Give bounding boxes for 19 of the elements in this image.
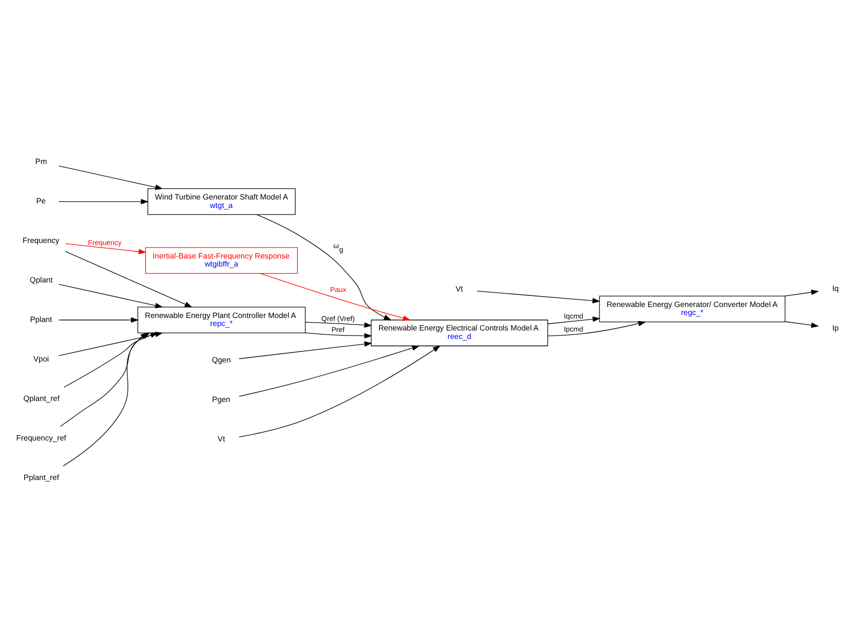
arrow bbox=[256, 214, 392, 320]
arrow bbox=[238, 345, 441, 438]
arrow bbox=[547, 316, 600, 324]
arrow bbox=[58, 317, 139, 323]
arrow bbox=[784, 321, 819, 328]
arrow bbox=[305, 332, 372, 339]
arrow bbox=[58, 166, 164, 190]
arrow bbox=[304, 322, 372, 328]
arrow bbox=[238, 345, 420, 397]
arrow bbox=[65, 243, 146, 254]
arrow bbox=[65, 251, 192, 308]
arrow bbox=[548, 320, 646, 336]
arrow bbox=[58, 284, 164, 308]
arrow bbox=[62, 332, 148, 466]
arrow bbox=[238, 341, 372, 360]
arrow bbox=[260, 273, 411, 321]
arrow bbox=[784, 290, 819, 296]
arrow bbox=[476, 290, 600, 304]
arrow bbox=[58, 198, 149, 204]
